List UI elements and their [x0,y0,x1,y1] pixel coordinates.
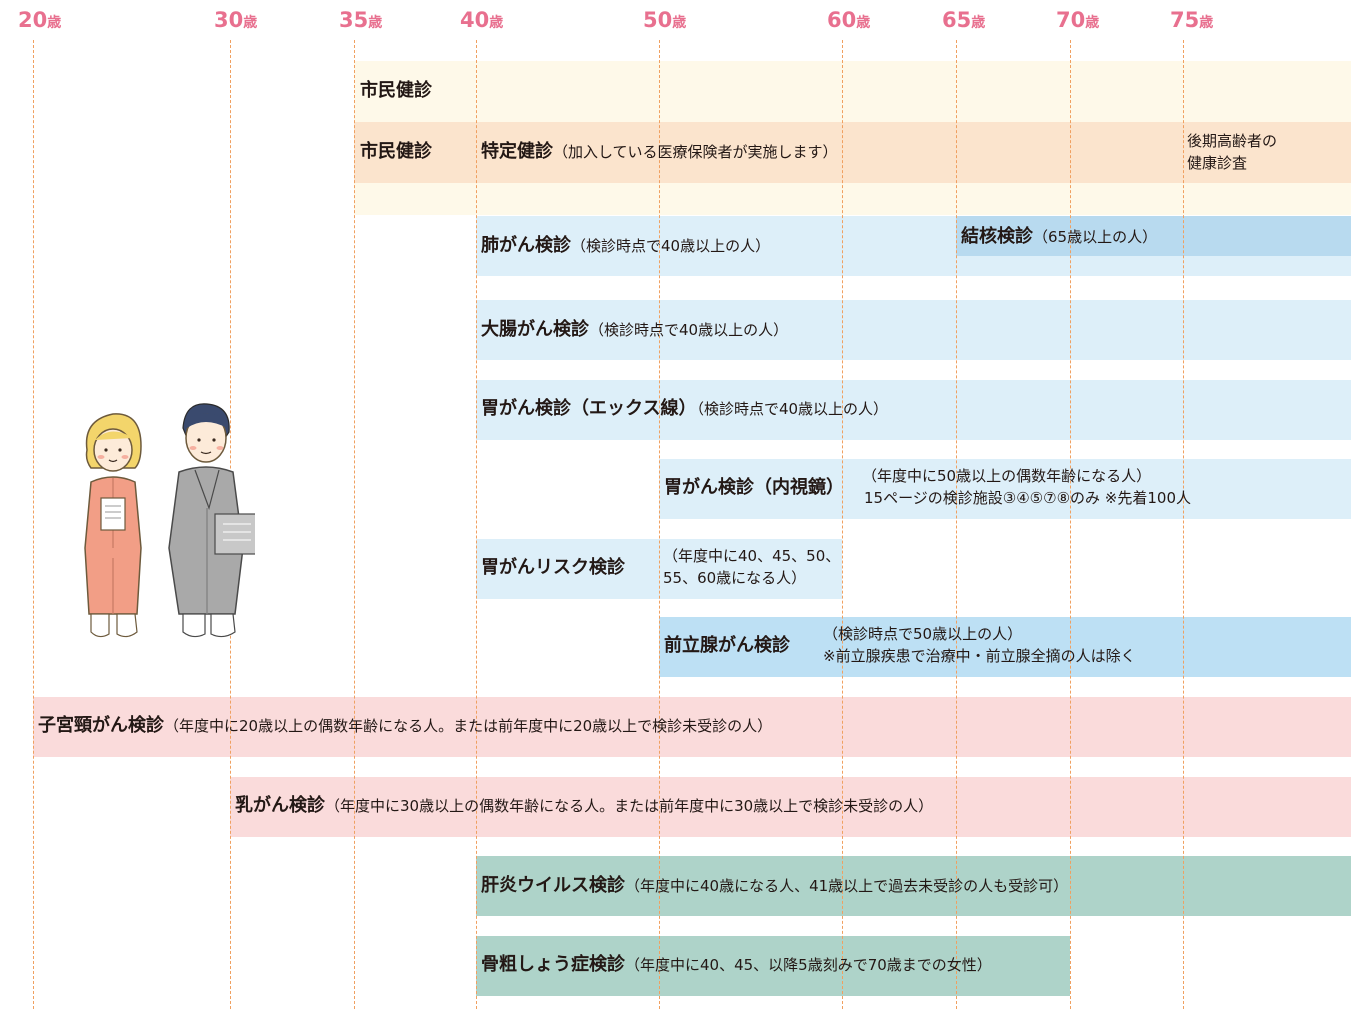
age-label-60: 60歳 [827,8,871,32]
lung-cancer-label: 肺がん検診（検診時点で40歳以上の人） [481,235,771,256]
cervical-cancer-label: 子宮頸がん検診（年度中に20歳以上の偶数年齢になる人。または前年度中に20歳以上… [38,715,773,736]
hepatitis-virus-bar [476,856,1351,916]
breast-cancer-bar [230,777,1351,837]
breast-cancer-label: 乳がん検診（年度中に30歳以上の偶数年齢になる人。または前年度中に30歳以上で検… [235,795,934,816]
prostate-cancer-bar [659,617,1351,677]
specific-checkup-band [354,122,1351,183]
woman-illustration-icon [84,413,142,638]
age-label-30: 30歳 [214,8,258,32]
stomach-xray-label: 胃がん検診（エックス線）（検診時点で40歳以上の人） [481,398,889,419]
age-label-50: 50歳 [643,8,687,32]
age-label-70: 70歳 [1056,8,1100,32]
elderly-checkup-label: 後期高齢者の健康診査 [1187,132,1278,172]
stomach-risk-note: （年度中に40、45、50、55、60歳になる人） [663,547,841,587]
stomach-endoscopy-bar [659,459,1351,519]
age-label-40: 40歳 [460,8,504,32]
hepatitis-virus-label: 肝炎ウイルス検診（年度中に40歳になる人、41歳以上で過去未受診の人も受診可） [481,875,1069,896]
age-label-35: 35歳 [339,8,383,32]
stomach-endoscopy-note: （年度中に50歳以上の偶数年齢になる人）15ページの検診施設③④⑤⑦⑧のみ ※先… [862,467,1191,507]
cervical-cancer-bar [33,697,1351,757]
prostate-cancer-title: 前立腺がん検診 [664,635,790,656]
osteoporosis-bar [476,936,1070,996]
citizen-checkup-label: 市民健診 [360,80,432,101]
citizen-checkup-label-2: 市民健診 [360,141,432,162]
age-label-75: 75歳 [1170,8,1214,32]
prostate-cancer-note: （検診時点で50歳以上の人）※前立腺疾患で治療中・前立腺全摘の人は除く [823,625,1136,665]
guide-line-20 [33,40,34,1009]
colorectal-cancer-label: 大腸がん検診（検診時点で40歳以上の人） [481,319,789,340]
tuberculosis-label: 結核検診（65歳以上の人） [961,226,1158,247]
man-illustration-icon [168,403,255,638]
stomach-xray-bar [476,380,1351,440]
tuberculosis-bar [956,216,1351,256]
age-label-20: 20歳 [18,8,62,32]
colorectal-cancer-bar [476,300,1351,360]
osteoporosis-label: 骨粗しょう症検診（年度中に40、45、以降5歳刻みで70歳までの女性） [481,954,992,975]
people-illustration [84,403,255,638]
specific-checkup-label: 特定健診（加入している医療保険者が実施します） [481,141,838,162]
stomach-risk-title: 胃がんリスク検診 [481,557,625,578]
age-label-65: 65歳 [942,8,986,32]
stomach-endoscopy-title: 胃がん検診（内視鏡） [664,477,844,498]
